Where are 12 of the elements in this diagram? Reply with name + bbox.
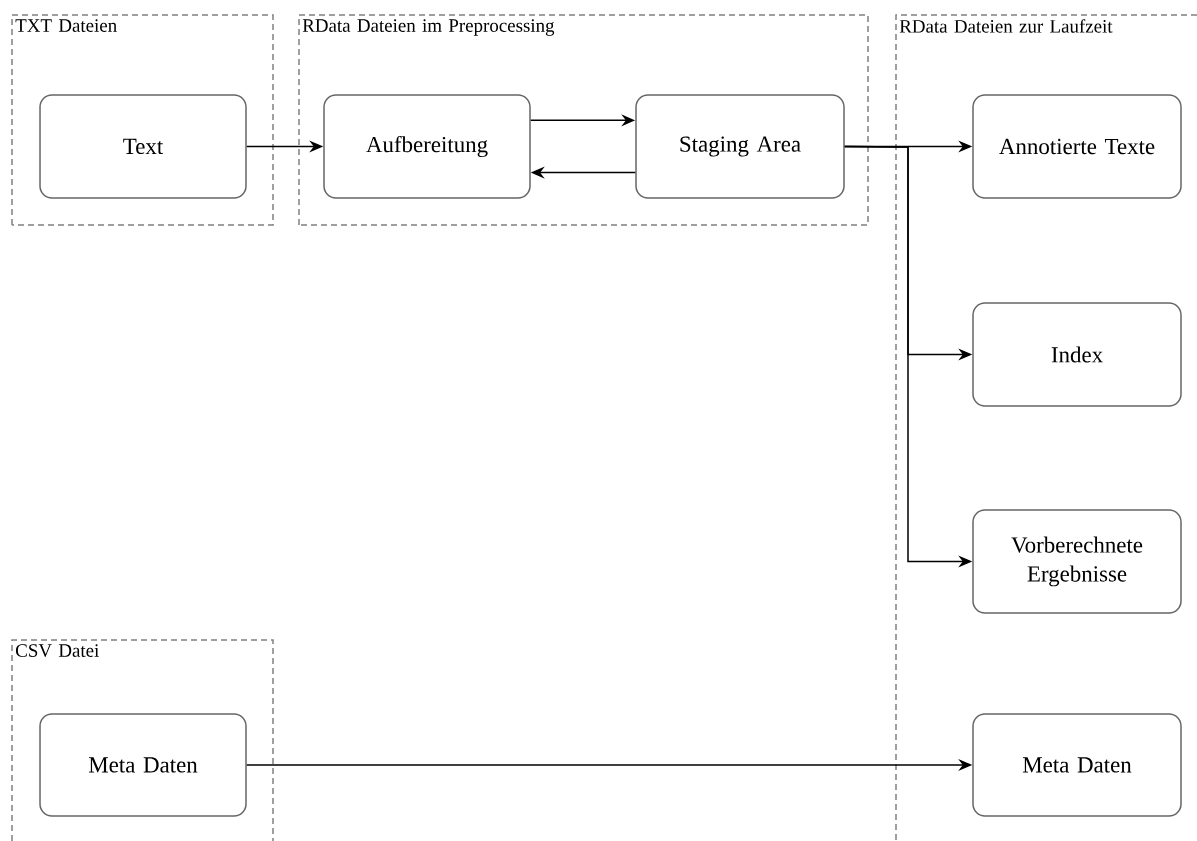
- group-heading: TXT Dateien: [15, 19, 117, 32]
- process-box: Meta Daten: [972, 713, 1182, 817]
- process-box: Vorberechnete Ergebnisse: [972, 509, 1182, 614]
- group-heading: CSV Datei: [16, 644, 99, 657]
- process-box: Staging Area: [635, 94, 845, 199]
- group-heading: RData Dateien zur Laufzeit: [899, 19, 1113, 33]
- process-box: Annotierte Texte: [972, 94, 1182, 199]
- group-heading: RData Dateien im Preprocessing: [302, 19, 555, 36]
- process-box: Index: [972, 302, 1182, 407]
- process-box: Meta Daten: [39, 713, 247, 817]
- process-box: Text: [39, 94, 247, 199]
- process-box: Aufbereitung: [323, 94, 531, 199]
